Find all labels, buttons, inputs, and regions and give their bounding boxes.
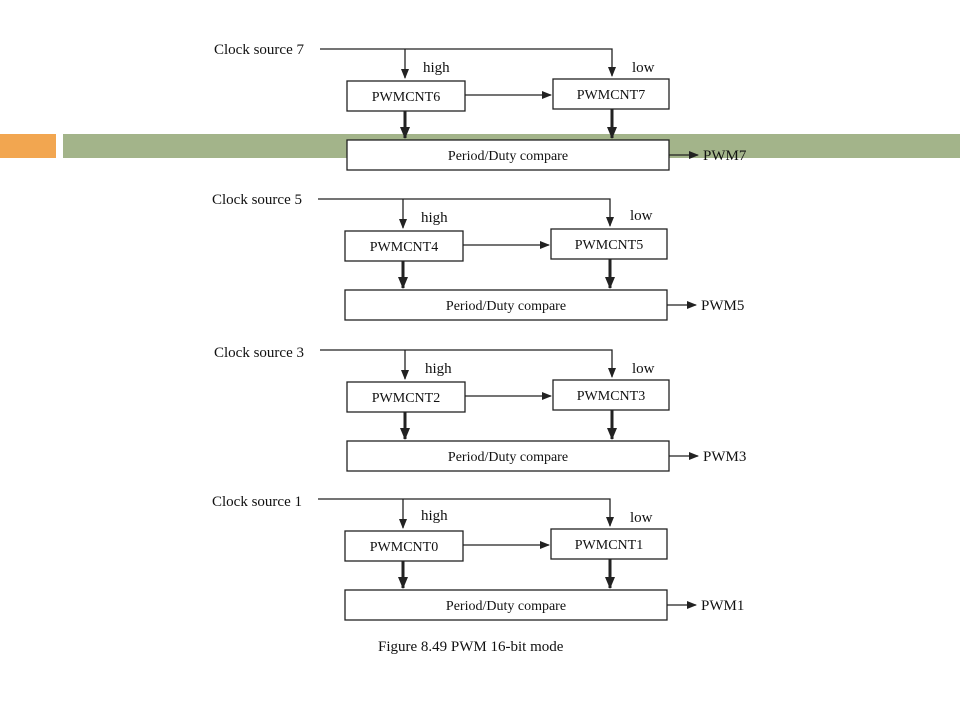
clock-source-label: Clock source 3 <box>214 345 304 361</box>
high-label: high <box>425 361 452 377</box>
compare-label: Period/Duty compare <box>446 599 566 614</box>
compare-box <box>344 289 668 321</box>
pwm-group: Clock source 7 high low PWMCNT6 PWMCNT7 … <box>214 42 747 171</box>
high-label: high <box>423 60 450 76</box>
counter-low-box <box>550 528 668 560</box>
counter-low-label: PWMCNT3 <box>577 389 645 404</box>
pwm-group: Clock source 3 high low PWMCNT2 PWMCNT3 … <box>214 345 746 472</box>
clock-wire <box>320 48 616 77</box>
counter-low-label: PWMCNT1 <box>575 538 643 553</box>
counter-high-box <box>346 381 466 413</box>
counter-high-box <box>344 530 464 562</box>
compare-box <box>346 139 670 171</box>
clock-source-label: Clock source 7 <box>214 42 304 58</box>
clock-source-label: Clock source 5 <box>212 192 302 208</box>
pwm-output-label: PWM3 <box>703 449 746 465</box>
low-label: low <box>632 361 655 377</box>
pwm-output-label: PWM5 <box>701 298 744 314</box>
compare-label: Period/Duty compare <box>448 149 568 164</box>
counter-low-box <box>552 78 670 110</box>
low-label: low <box>632 60 655 76</box>
counter-high-box <box>344 230 464 262</box>
clock-wire <box>318 498 614 527</box>
pwm-group: Clock source 5 high low PWMCNT4 PWMCNT5 … <box>212 192 744 321</box>
accent-bar-orange <box>0 134 56 158</box>
counter-low-label: PWMCNT5 <box>575 238 643 253</box>
counter-high-label: PWMCNT0 <box>370 540 438 555</box>
compare-box <box>344 589 668 621</box>
counter-high-label: PWMCNT4 <box>370 240 438 255</box>
compare-label: Period/Duty compare <box>446 299 566 314</box>
low-label: low <box>630 208 653 224</box>
pwm-output-label: PWM1 <box>701 598 744 614</box>
clock-wire <box>318 198 614 227</box>
counter-high-label: PWMCNT6 <box>372 90 440 105</box>
pwm-group: Clock source 1 high low PWMCNT0 PWMCNT1 … <box>212 494 744 621</box>
counter-low-label: PWMCNT7 <box>577 88 645 103</box>
counter-low-box <box>552 379 670 411</box>
pwm-output-label: PWM7 <box>703 148 747 164</box>
compare-label: Period/Duty compare <box>448 450 568 465</box>
high-label: high <box>421 210 448 226</box>
figure-caption: Figure 8.49 PWM 16-bit mode <box>378 639 564 655</box>
high-label: high <box>421 508 448 524</box>
low-label: low <box>630 510 653 526</box>
clock-source-label: Clock source 1 <box>212 494 302 510</box>
clock-wire <box>320 349 616 378</box>
counter-high-label: PWMCNT2 <box>372 391 440 406</box>
